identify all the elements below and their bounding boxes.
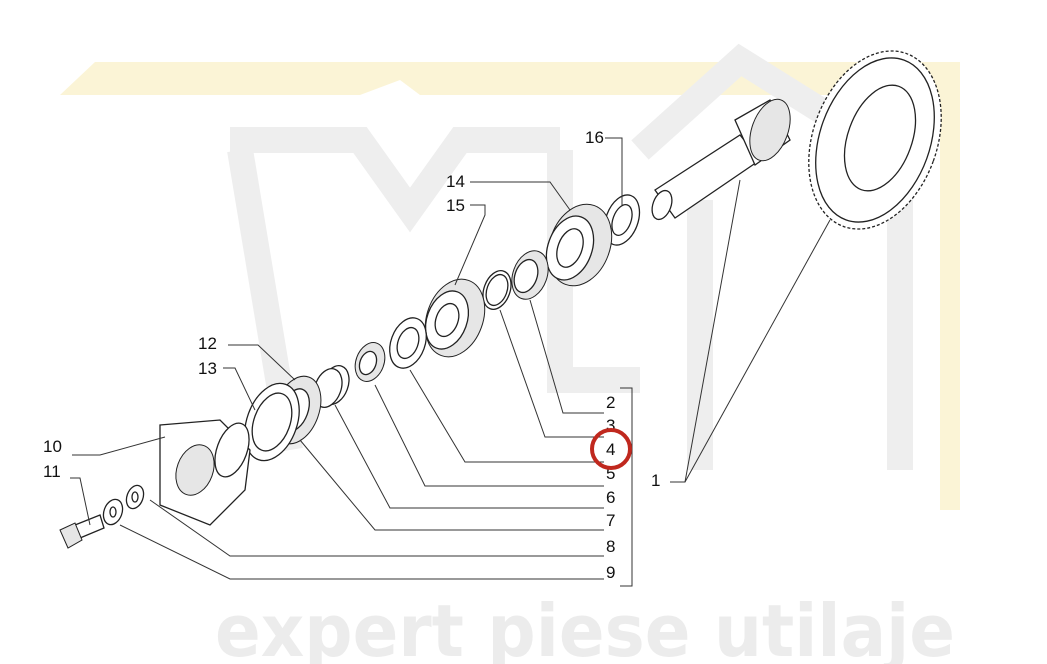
bolt-11 [59,514,105,549]
pinion-shaft [651,98,791,221]
ring-3 [482,270,512,310]
flange-yoke-10 [159,419,251,526]
highlight-circle [590,428,632,470]
label-2: 2 [606,393,615,412]
label-11: 11 [43,462,61,481]
ring-nut-6 [354,342,386,382]
label-6: 6 [606,488,615,507]
bearing-15 [424,278,486,358]
callout-labels: 16 14 15 12 13 10 11 2 3 4 5 6 7 8 9 1 [43,128,660,582]
bearing-14 [545,203,613,287]
label-8: 8 [606,537,615,556]
label-15: 15 [446,196,465,215]
shim-16 [603,194,641,246]
label-12: 12 [198,334,217,353]
lock-washer-5 [389,317,427,369]
label-10: 10 [43,437,62,456]
label-9: 9 [606,563,615,582]
washer-8 [125,484,145,510]
label-16: 16 [585,128,604,147]
label-3: 3 [606,416,615,435]
label-5: 5 [606,464,615,483]
washer-9 [102,498,124,526]
label-1: 1 [651,471,660,490]
leader-lines [70,137,831,587]
watermark-text: expert piese utilaje [215,589,955,664]
ring-gear [808,50,942,230]
dust-shield-13 [244,382,300,462]
label-7: 7 [606,511,615,530]
label-13: 13 [198,359,217,378]
label-4: 4 [606,440,615,459]
label-14: 14 [446,172,465,191]
bearing-cup-2 [511,250,549,300]
